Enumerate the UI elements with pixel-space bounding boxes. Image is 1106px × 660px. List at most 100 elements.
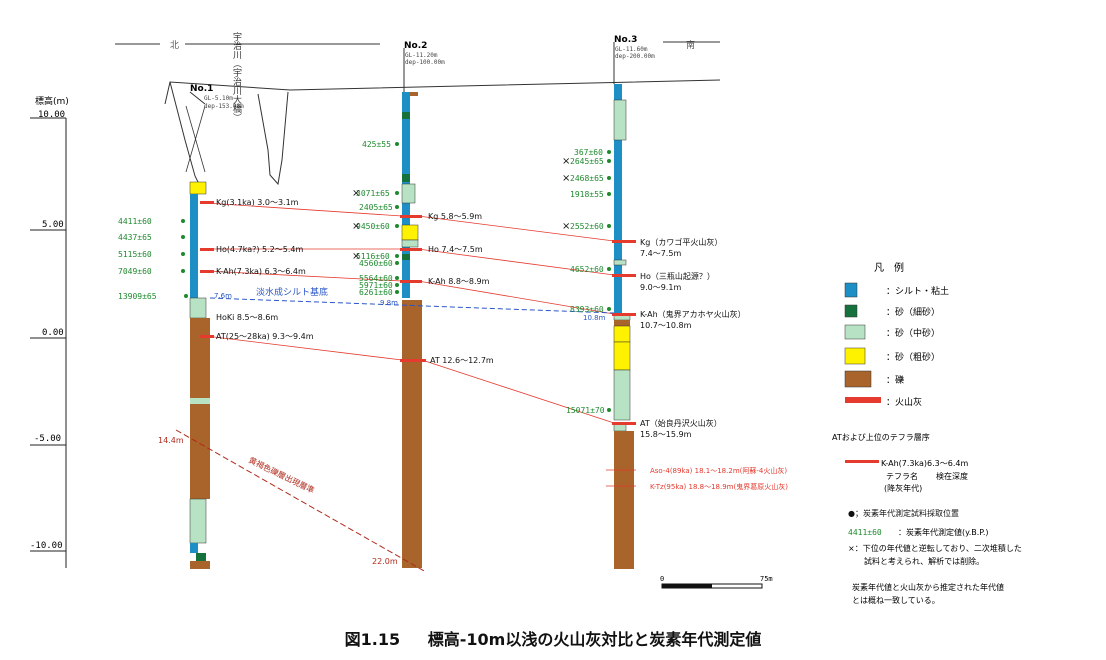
legend-label: ：シルト・粘土 [886,285,949,297]
tephra-label: Kg 5.8〜5.9m [428,212,482,221]
cross-mark: × [352,251,360,262]
legend-label: ：砂（粗砂） [886,351,940,363]
summary-note: 炭素年代値と火山灰から推定された年代値 [852,582,1004,592]
no1-carbon-dates: 4411±60 4437±65 5115±60 7049±60 13909±65 [118,217,188,301]
north-label: 北 [170,40,179,51]
legend-label: ：礫 [886,374,904,386]
scale-max: 75m [760,575,773,583]
borehole-no2-header: No.2 GL-11.20m dep-100.00m [403,41,445,92]
cross-mark: × [562,156,570,167]
tephra-label: AT(25〜28ka) 9.3〜9.4m [216,332,314,341]
carbon-date: 4652±60 [570,265,604,274]
marine-silt-label: 淡水成シルト基底 [256,286,328,298]
tephra-markers [200,201,636,425]
carbon-date: 5564±60 [359,274,393,283]
cross-mark: × [352,221,360,232]
tephra-label: K-Ah(7.3ka) 6.3〜6.4m [216,267,306,276]
tephra-label: K-Ah（鬼界アカホヤ火山灰） [640,309,746,319]
tephra-label: 9.0〜9.1m [640,283,681,292]
carbon-date: 9450±60 [356,222,390,231]
carbon-date: 7049±60 [118,267,152,276]
elevation-axis: 標高(m) 10.00 5.00 0.00 -5.00 -10.00 [30,95,69,568]
carbon-date: 6261±60 [359,288,393,297]
carbon-date: 4437±65 [118,233,152,242]
carbon-date: 5115±60 [118,250,152,259]
ground-surface [115,41,721,187]
tephra-correlation-lines [205,202,615,424]
carbon-date: 367±60 [574,148,603,157]
brown-gravel-horizon-line [175,429,427,573]
borehole-no2-column [401,92,422,568]
cross-note: ×：下位の年代値と逆転しており、二次堆積した [848,543,1022,553]
carbon-date: 5971±60 [359,281,393,290]
brown-gravel-label: 黄褐色礫層出現層準 [247,455,316,496]
carbon-date: 13909±65 [118,292,157,301]
tephra-example: K-Ah(7.3ka)6.3〜6.4m [881,459,968,468]
tephra-heading: ATおよび上位のテフラ層序 [832,432,930,442]
borehole-no3-header: No.3 GL-11.60m dep-200.00m [613,35,655,84]
axis-tick: -5.00 [34,434,61,444]
tephra-label: K-Ah 8.8〜8.9m [428,277,490,286]
south-label: 南 [686,39,695,51]
tephra-example-age: (降灰年代) [884,483,922,493]
legend-label: ：砂（中砂） [886,327,940,339]
scale-zero: 0 [660,575,664,583]
dot-note: ●；炭素年代測定試料採取位置 [848,508,959,518]
bridge-label: 宇治川（宇治川大橋） [231,31,242,122]
carbon-date: 1918±55 [570,190,604,199]
carbon-date: 8393±60 [570,305,604,314]
date-example: 4411±60 [848,528,882,537]
cross-mark: × [352,188,360,199]
tephra-label: Kg(3.1ka) 3.0〜3.1m [216,198,299,207]
extra-tephra-label: K-Tz(95ka) 18.8〜18.9m(鬼界葛原火山灰) [650,482,788,491]
axis-tick: 0.00 [42,328,64,338]
tephra-label: 15.8〜15.9m [640,430,692,439]
extra-tephra-label: Aso-4(89ka) 18.1〜18.2m(阿蘇-4火山灰) [650,466,787,475]
borehole-dep: dep-200.00m [615,53,655,60]
carbon-date: 425±55 [362,140,391,149]
no3-carbon-dates: 367±60 2645±65 2468±65 1918±55 2552±60 4… [566,148,611,415]
depth-label: 9.8m [380,299,398,307]
date-note: ：炭素年代測定値(y.B.P.) [898,527,989,537]
legend-label: ：火山灰 [886,396,922,408]
axis-tick: 5.00 [42,220,64,230]
no3-tephra-labels: Kg（カワゴ平火山灰） 7.4〜7.5m Ho（三瓶山起源？） 9.0〜9.1m… [640,237,746,439]
tephra-label: AT（始良丹沢火山灰） [640,418,722,428]
cross-mark: × [562,173,570,184]
borehole-name: No.1 [190,84,213,94]
marine-silt-base-line [209,297,615,314]
tephra-label: HoKi 8.5〜8.6m [216,313,278,322]
scale-bar: 0 75m [660,575,773,589]
carbon-date: 4560±60 [359,259,393,268]
tephra-label: AT 12.6〜12.7m [430,356,494,365]
figure-number: 図1.15 [344,630,401,649]
borehole-gl: GL-5.10m [204,95,233,102]
tephra-label: Kg（カワゴ平火山灰） [640,237,722,247]
cross-note: 試料と考えられ、解析では削除。 [864,556,984,566]
borehole-gl: GL-11.60m [615,46,648,53]
borehole-no1-column [189,181,210,569]
figure-title: 標高-10m以浅の火山灰対比と炭素年代測定値 [427,630,762,649]
tephra-example-depth: 検在深度 [936,471,968,481]
cross-mark: × [562,221,570,232]
tephra-label: Ho(4.7ka?) 5.2〜5.4m [216,245,304,254]
depth-label: 10.8m [583,314,606,322]
carbon-date: 2405±65 [359,203,393,212]
legend: 凡 例 ：シルト・粘土 ：砂（細砂） ：砂（中砂） ：砂（粗砂） ：礫 ：火山灰… [832,261,1022,605]
borehole-dep: dep-100.00m [405,59,445,66]
marine-depth-label: 7.6m [214,292,232,300]
borehole-gl: GL-11.20m [405,52,438,59]
tephra-label: 7.4〜7.5m [640,249,681,258]
axis-tick: 10.00 [38,110,65,120]
tephra-example-name: テフラ名 [886,471,918,481]
borehole-correlation-diagram: 標高(m) 10.00 5.00 0.00 -5.00 -10.00 北 南 宇… [30,31,1022,605]
legend-title: 凡 例 [874,261,904,274]
borehole-dep: dep-153.00m [204,103,244,110]
axis-title: 標高(m) [35,95,69,107]
carbon-date: 4411±60 [118,217,152,226]
tephra-label: Ho 7.4〜7.5m [428,245,483,254]
borehole-name: No.2 [404,41,427,51]
borehole-no3-column [613,84,634,569]
figure-caption: 図1.15 標高-10m以浅の火山灰対比と炭素年代測定値 [0,626,1106,650]
carbon-date: 2645±65 [570,157,604,166]
